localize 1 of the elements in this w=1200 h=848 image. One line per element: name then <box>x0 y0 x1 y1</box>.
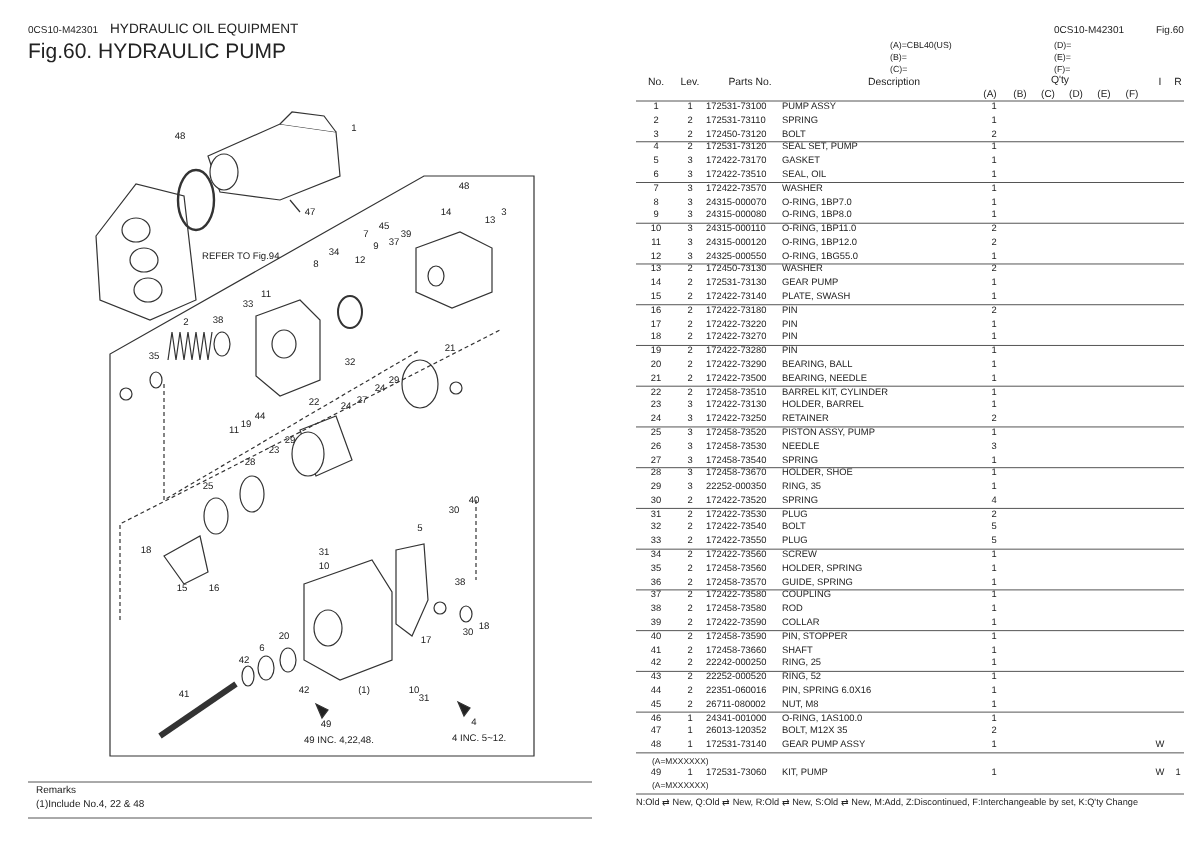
page-title: Fig.60. HYDRAULIC PUMP <box>28 42 286 63</box>
